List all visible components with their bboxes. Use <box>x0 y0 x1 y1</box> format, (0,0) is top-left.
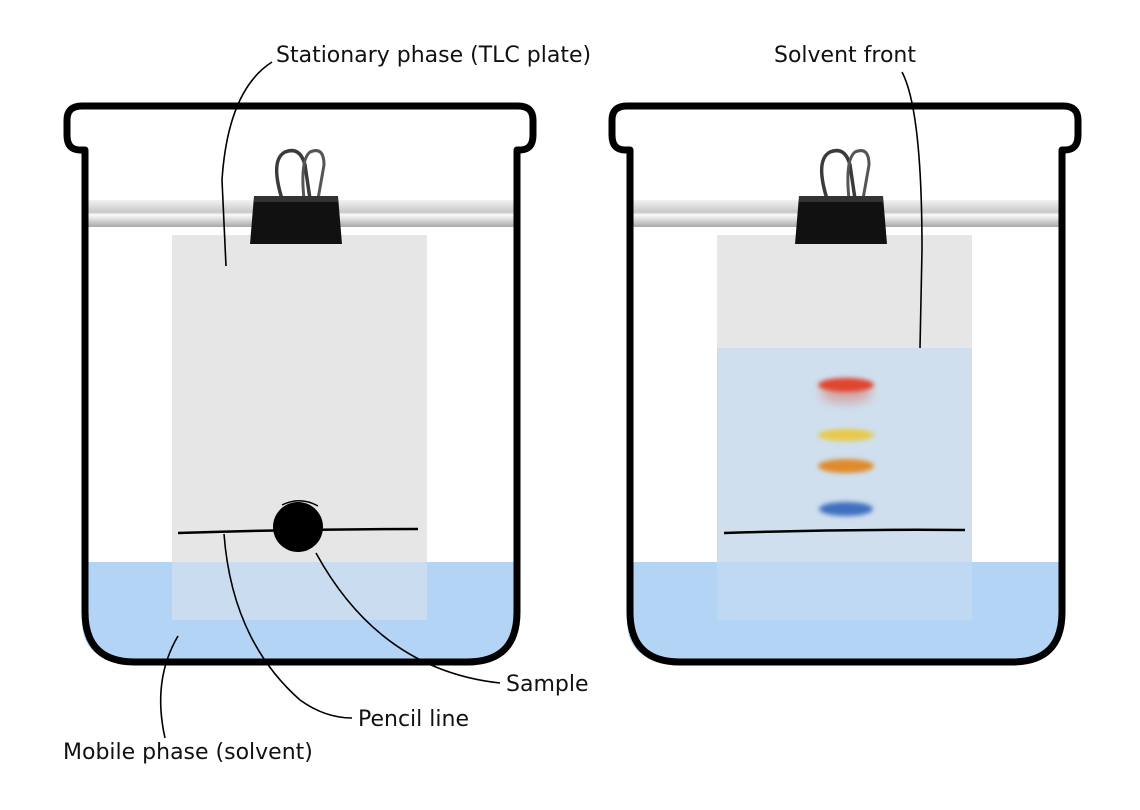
spot-red <box>818 378 874 392</box>
sample-spot <box>273 502 323 552</box>
mobile-phase-label: Mobile phase (solvent) <box>63 740 313 765</box>
leader-solvent-front <box>901 71 923 349</box>
stationary-phase-label: Stationary phase (TLC plate) <box>276 43 591 68</box>
spot-yellow <box>818 429 874 441</box>
left-plate-submerged <box>172 562 427 620</box>
leader-lines <box>159 61 923 739</box>
separated-spots <box>818 378 874 516</box>
leader-sample <box>315 552 501 684</box>
left-beaker-outline <box>63 102 537 666</box>
leader-mobile-phase <box>159 635 179 739</box>
binder-clip-icon <box>250 148 342 244</box>
right-plate-submerged <box>717 562 972 620</box>
solvent-front-label: Solvent front <box>774 43 916 68</box>
leader-pencil-line <box>223 533 353 719</box>
sample-label: Sample <box>506 672 589 697</box>
left-beaker <box>63 102 537 666</box>
spot-blue <box>819 502 873 516</box>
right-beaker <box>608 102 1082 666</box>
left-tlc-plate <box>172 235 427 620</box>
spot-orange <box>818 459 874 473</box>
right-pencil-line <box>723 528 966 535</box>
binder-clip-icon <box>795 148 887 244</box>
leader-stationary-phase <box>221 61 273 267</box>
right-beaker-outline <box>608 102 1082 666</box>
pencil-line-label: Pencil line <box>358 707 469 732</box>
